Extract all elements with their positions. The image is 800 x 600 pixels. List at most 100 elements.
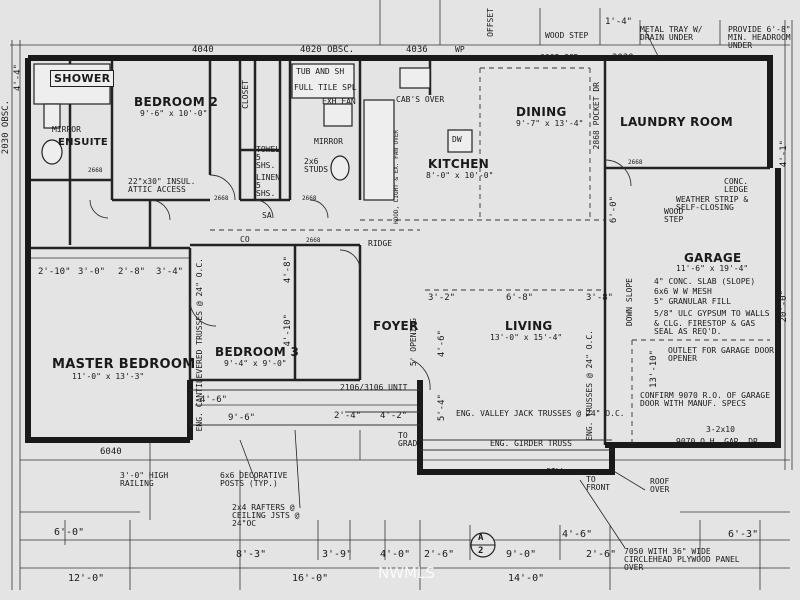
label-studs: 2x6 STUDS bbox=[304, 157, 329, 174]
label-attic-access: 22"x30" INSUL. ATTIC ACCESS bbox=[128, 177, 196, 194]
dim-bottom-row2: 12'-0" bbox=[68, 573, 105, 584]
label-slab: 4" CONC. SLAB (SLOPE) bbox=[654, 277, 756, 286]
room-label-dining: DINING bbox=[516, 105, 567, 119]
label-closet: CLOSET bbox=[241, 80, 250, 109]
label-garage-door: 9070 O.H. GAR. DR. bbox=[676, 437, 763, 446]
label-roof-over: ROOF OVER bbox=[650, 477, 670, 494]
label-mirror-bath: MIRROR bbox=[314, 137, 343, 146]
dim-mid: 3'-4" bbox=[156, 267, 184, 277]
section-letter: A bbox=[478, 533, 484, 543]
label-girder-truss: ENG. GIRDER TRUSS bbox=[490, 439, 572, 448]
label-fill: 5" GRANULAR FILL bbox=[654, 297, 732, 306]
room-label-ensuite: ENSUITE bbox=[58, 137, 108, 148]
door-swings bbox=[89, 159, 632, 391]
watermark: NWMLS bbox=[378, 564, 435, 582]
room-label-living: LIVING bbox=[505, 319, 553, 333]
label-co: CO bbox=[240, 235, 250, 244]
room-label-foyer: FOYER bbox=[373, 319, 419, 333]
label-confirm: CONFIRM 9070 R.O. OF GARAGE DOOR WITH MA… bbox=[640, 391, 771, 408]
dim-top-1-4: 1'-4" bbox=[605, 17, 633, 27]
dim-bottom-row2: 16'-0" bbox=[292, 573, 329, 584]
label-wp: WP bbox=[455, 45, 465, 54]
label-rafters: 2x4 RAFTERS @ CEILING JSTS @ 24"OC bbox=[232, 503, 300, 528]
room-label-bedroom-2: BEDROOM 2 bbox=[134, 95, 219, 109]
dim-bottom-row1: 3'-9" bbox=[322, 549, 353, 560]
room-label-kitchen: KITCHEN bbox=[428, 157, 490, 171]
label-pocket-door: 2868 POCKET DR bbox=[592, 82, 601, 150]
label-door-size: 2668 bbox=[628, 159, 643, 166]
room-size-bedroom-2: 9'-6" x 10'-0" bbox=[140, 109, 208, 118]
dashed-lines bbox=[210, 67, 770, 445]
label-gypsum: 5/8" ULC GYPSUM TO WALLS bbox=[654, 309, 770, 318]
dim-bottom-row1: 2'-6" bbox=[424, 549, 455, 560]
room-size-kitchen: 8'-0" x 10'-0" bbox=[426, 171, 494, 180]
label-down-slope: DOWN SLOPE bbox=[625, 278, 634, 327]
room-size-dining: 9'-7" x 13'-4" bbox=[516, 119, 584, 128]
label-mesh: 6x6 W W MESH bbox=[654, 287, 712, 296]
label-sill: SILL bbox=[546, 467, 566, 476]
label-railing: 3'-0" HIGH RAILING bbox=[120, 471, 169, 488]
dim-living-6-8: 6'-8" bbox=[506, 293, 534, 303]
dim-bottom-row1: 8'-3" bbox=[236, 549, 267, 560]
label-door-size: 2668 bbox=[306, 237, 321, 244]
dim-right-4-1: 4'-1" bbox=[779, 140, 789, 168]
label-valley-trusses: ENG. VALLEY JACK TRUSSES @ 24" O.C. bbox=[456, 409, 625, 418]
dim-living-4-6: 4'-6" bbox=[437, 330, 447, 358]
room-size-living: 13'-0" x 15'-4" bbox=[490, 333, 563, 342]
porch-lines bbox=[190, 389, 612, 451]
dim-porch-5-4: 5'-4" bbox=[437, 394, 447, 422]
dimension-lines bbox=[10, 0, 793, 590]
label-to-grade: TO GRADE bbox=[398, 431, 423, 448]
label-unit: 2106/3106 UNIT bbox=[340, 383, 408, 392]
dim-garage-13-10: 13'-10" bbox=[649, 350, 659, 388]
label-headroom: PROVIDE 6'-8" MIN. HEADROOM UNDER bbox=[728, 25, 791, 50]
label-decorative-posts: 6x6 DECORATIVE POSTS (TYP.) bbox=[220, 471, 288, 488]
label-hood: HOOD, LIGHT & EX. FAN OVER bbox=[393, 130, 400, 224]
section-marker bbox=[470, 532, 496, 558]
label-tub-shower: TUB AND SH bbox=[296, 67, 345, 76]
label-circlehead: 7050 WITH 36" WIDE CIRCLEHEAD PLYWOOD PA… bbox=[624, 547, 740, 572]
label-door-6068: 6068 SGD bbox=[540, 53, 579, 62]
section-number: 2 bbox=[478, 546, 484, 556]
dim-bottom-row1: 9'-0" bbox=[506, 549, 537, 560]
dim-porch-4-2: 4'-2" bbox=[380, 411, 408, 421]
dim-bottom-row2: 14'-0" bbox=[508, 573, 545, 584]
room-size-bedroom-3: 9'-4" x 9'-0" bbox=[224, 359, 287, 368]
label-header-3x10: 3-2x10 bbox=[706, 425, 735, 434]
room-label-laundry: LAUNDRY ROOM bbox=[620, 115, 733, 129]
dim-window-2030: 2030 bbox=[612, 53, 634, 63]
label-trusses-right: ENG. TRUSSES @ 24" O.C. bbox=[585, 330, 594, 441]
dim-mid: 3'-0" bbox=[78, 267, 106, 277]
dim-porch-4-6: 4'-6" bbox=[200, 395, 228, 405]
dim-bottom-6-3: 6'-3" bbox=[728, 529, 759, 540]
leader-lines bbox=[239, 29, 661, 549]
dim-living-3-8: 3'-8" bbox=[586, 293, 614, 303]
room-label-shower: SHOWER bbox=[50, 70, 115, 87]
label-full-tile: FULL TILE SPL bbox=[294, 83, 357, 92]
dim-left-4-4: 4'-4" bbox=[13, 64, 23, 92]
room-label-bedroom-3: BEDROOM 3 bbox=[215, 345, 300, 359]
dim-bottom-row1: 2'-6" bbox=[586, 549, 617, 560]
dim-bed3-4-8: 4'-8" bbox=[283, 256, 293, 284]
room-size-garage: 11'-6" x 19'-4" bbox=[676, 264, 749, 273]
label-dishwasher: DW bbox=[452, 135, 462, 144]
label-door-size: 2668 bbox=[88, 167, 103, 174]
dim-mid: 2'-10" bbox=[38, 267, 71, 277]
dim-bed3-4-10: 4'-10" bbox=[283, 314, 293, 347]
label-to-front: TO FRONT bbox=[586, 475, 611, 492]
label-exhaust-fan: EXH FAN bbox=[322, 97, 356, 106]
label-door-size: 2668 bbox=[302, 195, 317, 202]
dim-porch-2-4: 2'-4" bbox=[334, 411, 362, 421]
label-sa: SA bbox=[262, 211, 272, 220]
label-door-size: 2668 bbox=[214, 195, 229, 202]
label-towel: TOWEL 5 SHS. bbox=[256, 145, 281, 170]
dim-left-2030: 2030 OBSC. bbox=[1, 100, 11, 155]
room-size-master-bedroom: 11'-0" x 13'-3" bbox=[72, 372, 145, 381]
label-firestop: & CLG. FIRESTOP & GAS SEAL AS REQ'D. bbox=[654, 319, 756, 336]
dim-right-20-0: 20'-0" bbox=[779, 290, 789, 323]
label-outlet: OUTLET FOR GARAGE DOOR OPENER bbox=[668, 346, 774, 363]
dim-bottom-row1: 4'-0" bbox=[380, 549, 411, 560]
dim-window-4020: 4020 OBSC. bbox=[300, 45, 355, 55]
